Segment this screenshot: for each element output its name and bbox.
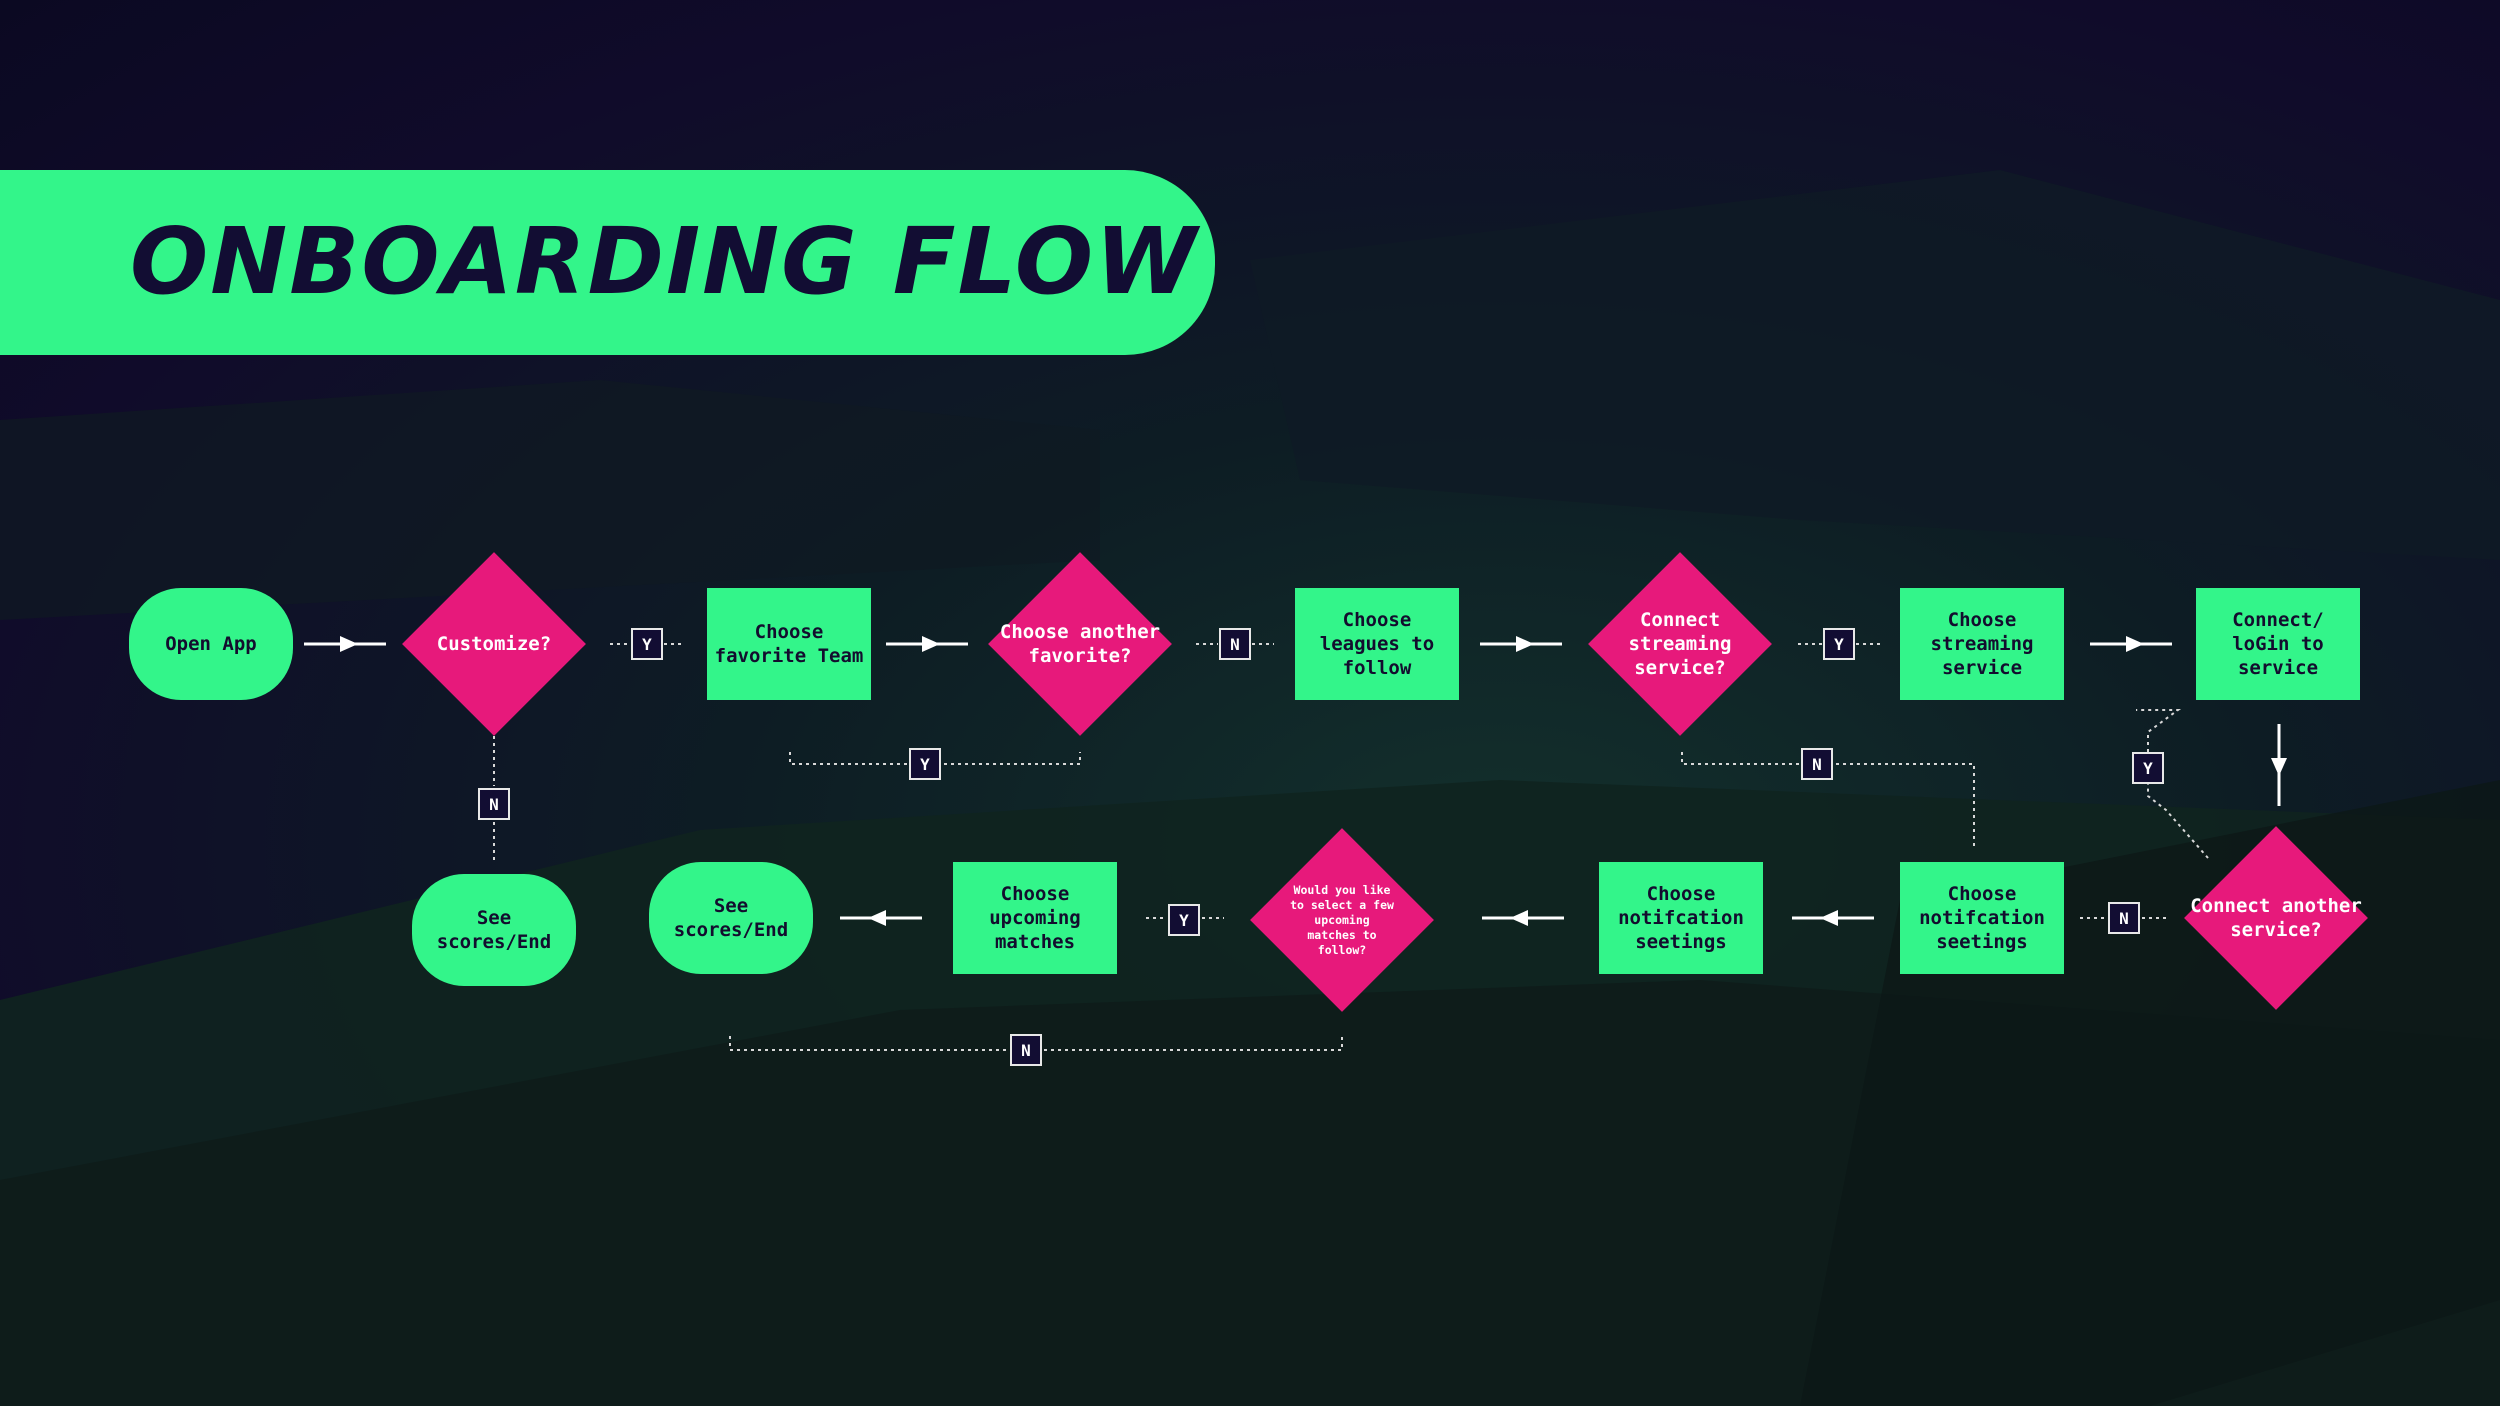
choose-notification-label-left: Choose notifcation seetings: [1618, 883, 1744, 953]
page-title: ONBOARDING FLOW: [130, 208, 1199, 315]
connect-streaming-label: Connect streaming service?: [1628, 609, 1732, 679]
choose-notification-node-right: Choose notifcation seetings: [1900, 862, 2064, 974]
upcoming-matches-question: Would you like to select a few upcoming …: [1290, 882, 1394, 957]
streaming-no-tag: N: [1801, 748, 1833, 780]
choose-streaming-node: Choose streaming service: [1900, 588, 2064, 700]
customize-no-tag: N: [478, 788, 510, 820]
see-scores-end-label-left: See scores/End: [436, 907, 552, 953]
see-scores-end-node-left: See scores/End: [412, 874, 576, 986]
choose-upcoming-label: Choose upcoming matches: [989, 883, 1081, 953]
streaming-yes-tag: Y: [1823, 628, 1855, 660]
upcoming-no-tag: N: [1010, 1034, 1042, 1066]
choose-upcoming-node: Choose upcoming matches: [953, 862, 1117, 974]
connect-streaming-decision: Connect streaming service?: [1588, 552, 1772, 736]
open-app-label: Open App: [165, 633, 257, 655]
choose-favorite-team-node: Choose favorite Team: [707, 588, 871, 700]
choose-another-favorite-decision: Choose another favorite?: [988, 552, 1172, 736]
choose-another-favorite-label: Choose another favorite?: [999, 621, 1161, 667]
see-scores-end-label-right: See scores/End: [673, 895, 789, 941]
another-service-yes-tag: Y: [2132, 752, 2164, 784]
connect-another-decision: Connect another service?: [2184, 826, 2368, 1010]
upcoming-yes-tag: Y: [1168, 904, 1200, 936]
open-app-node: Open App: [129, 588, 293, 700]
customize-label: Customize?: [436, 633, 552, 655]
choose-streaming-label: Choose streaming service: [1930, 609, 2034, 679]
connect-login-label: Connect/ loGin to service: [2232, 609, 2324, 679]
title-banner: ONBOARDING FLOW: [0, 170, 1215, 355]
another-favorite-yes-tag: Y: [909, 748, 941, 780]
connect-another-label: Connect another service?: [2190, 895, 2362, 941]
choose-notification-label-right: Choose notifcation seetings: [1919, 883, 2045, 953]
customize-decision: Customize?: [402, 552, 586, 736]
another-favorite-no-tag: N: [1219, 628, 1251, 660]
see-scores-end-node-right: See scores/End: [649, 862, 813, 974]
another-service-no-tag: N: [2108, 902, 2140, 934]
choose-leagues-label: Choose leagues to follow: [1319, 609, 1435, 679]
upcoming-matches-decision: Would you like to select a few upcoming …: [1250, 828, 1434, 1012]
choose-leagues-node: Choose leagues to follow: [1295, 588, 1459, 700]
choose-favorite-team-label: Choose favorite Team: [714, 621, 864, 667]
connect-login-node: Connect/ loGin to service: [2196, 588, 2360, 700]
choose-notification-node-left: Choose notifcation seetings: [1599, 862, 1763, 974]
customize-yes-tag: Y: [631, 628, 663, 660]
